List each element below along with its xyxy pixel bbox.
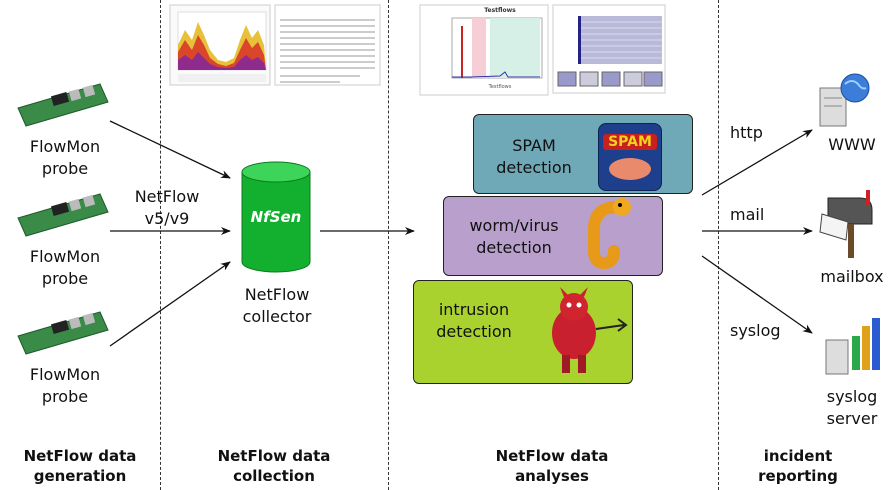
column-collection-line1: NetFlow data [217,447,331,465]
intrusion-detection-line1: intrusion [438,300,510,319]
mailbox-label: mailbox [820,267,884,286]
thumbnail-flows-chart [419,4,549,96]
netflow-version-line2: v5/v9 [144,209,190,228]
probe-board-2 [17,193,109,237]
column-collection-line2: collection [233,467,315,485]
intrusion-detection-label: intrusion detection [424,299,524,343]
collector-label: NetFlow collector [222,284,332,328]
separator-1 [160,0,161,490]
spam-detection-line1: SPAM [512,136,556,155]
probe-label-1-line2: probe [41,159,89,178]
separator-3 [718,0,719,490]
arrow-http [701,129,813,196]
spam-detection-line2: detection [496,158,572,177]
column-analyses-line1: NetFlow data [495,447,609,465]
thumbnail-table [274,4,381,86]
worm-virus-detection-card: worm/virus detection [443,196,663,276]
intrusion-detection-line2: detection [436,322,512,341]
http-label: http [730,123,763,142]
syslog-server-icon [825,318,880,375]
syslog-server-label: syslog server [812,386,892,430]
worm-virus-detection-label: worm/virus detection [454,215,574,259]
column-label-collection: NetFlow data collection [194,446,354,486]
spam-can-text: SPAM [603,134,657,150]
column-reporting-line2: reporting [758,467,838,485]
thumbnail-bar-chart [552,4,666,94]
probe-label-3-line2: probe [41,387,89,406]
separator-2 [388,0,389,490]
www-server-icon [819,73,870,127]
mailbox-icon [819,190,873,258]
arrow-syslog [701,255,813,334]
www-label: WWW [828,135,876,154]
collector-cylinder [241,161,311,273]
nfsen-logo: NfSen [250,208,302,226]
spam-can-meat [609,158,651,180]
probe-label-1: FlowMon probe [10,136,120,180]
probe-label-1-line1: FlowMon [29,137,101,156]
column-generation-line2: generation [33,467,127,485]
mail-label: mail [730,205,765,224]
collector-label-line1: NetFlow [244,285,310,304]
probe-board-1 [17,83,109,127]
column-label-analyses: NetFlow data analyses [472,446,632,486]
probe-label-3: FlowMon probe [10,364,120,408]
thumbnail-flows-title: Testflows [484,7,516,14]
netflow-version-line1: NetFlow [134,187,200,206]
syslog-label: syslog [730,321,781,340]
column-label-reporting: incident reporting [718,446,878,486]
worm-virus-detection-line2: detection [476,238,552,257]
syslog-server-line1: syslog [826,387,878,406]
arrow-probe3-collector [109,261,231,347]
column-reporting-line1: incident [763,447,833,465]
spam-detection-label: SPAM detection [484,135,584,179]
intrusion-detection-card: intrusion detection [413,280,633,384]
probe-label-2-line2: probe [41,269,89,288]
devil-icon [552,287,628,373]
column-analyses-line2: analyses [515,467,589,485]
arrow-probe1-collector [109,120,231,179]
collector-label-line2: collector [242,307,312,326]
probe-label-2: FlowMon probe [10,246,120,290]
thumbnail-flows-xlabel: Testflows [488,84,512,90]
column-label-generation: NetFlow data generation [0,446,160,486]
netflow-version-label: NetFlow v5/v9 [122,186,212,230]
probe-label-2-line1: FlowMon [29,247,101,266]
probe-label-3-line1: FlowMon [29,365,101,384]
column-generation-line1: NetFlow data [23,447,137,465]
worm-virus-detection-line1: worm/virus [469,216,559,235]
probe-board-3 [17,311,109,355]
spam-detection-card: SPAM detection SPAM [473,114,693,194]
worm-icon [588,198,631,270]
thumbnail-traffic-chart [169,4,271,86]
syslog-server-line2: server [826,409,878,428]
spam-can-icon: SPAM [598,123,662,191]
